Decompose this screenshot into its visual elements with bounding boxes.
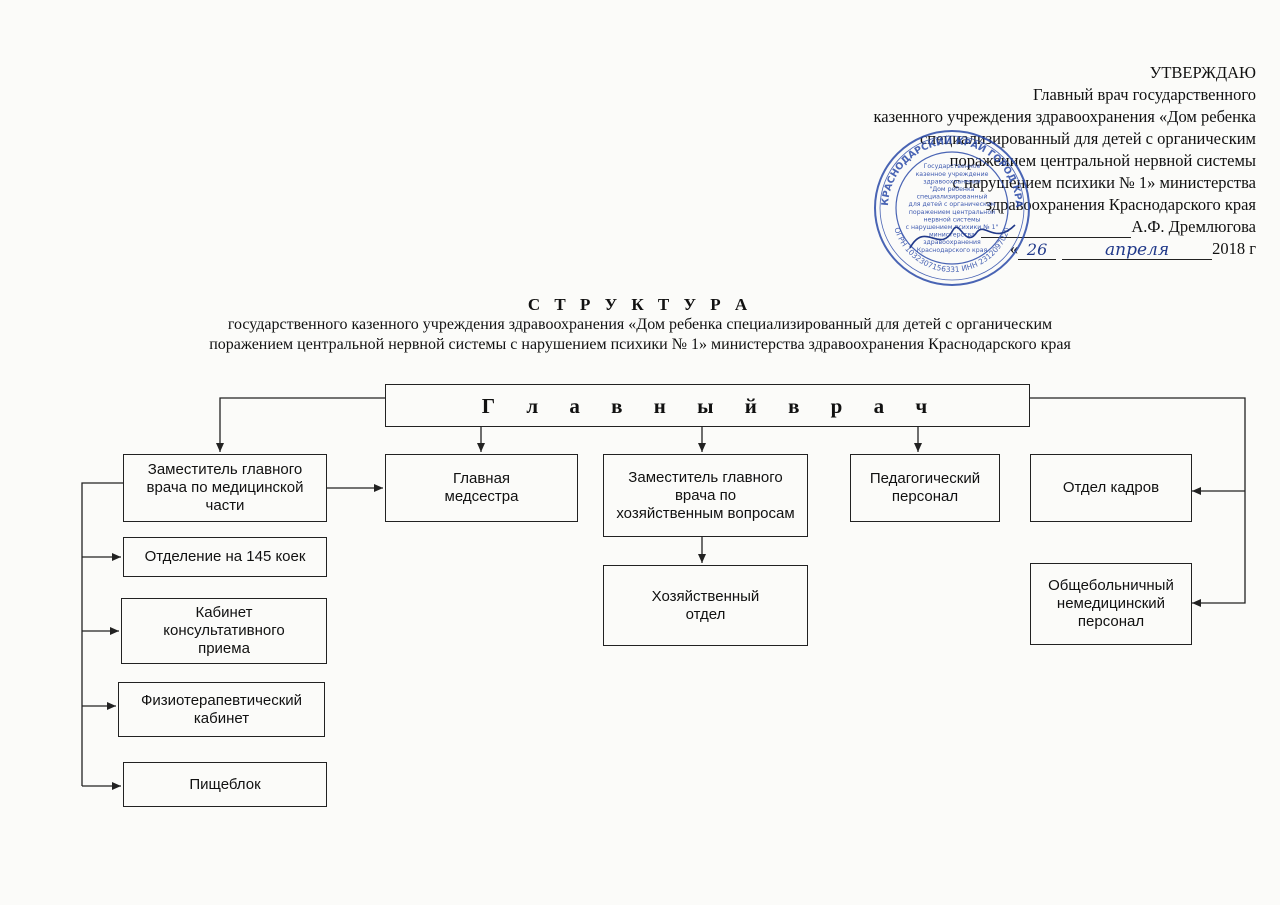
stamp-inner-line: казенное учреждение bbox=[916, 171, 989, 178]
connector-chief-deputy-medical bbox=[216, 397, 385, 452]
chief-doctor-box: Г л а в н ы й в р а ч bbox=[385, 384, 1030, 427]
ward-box: Отделение на 145 коек bbox=[123, 537, 327, 577]
date-prefix: « bbox=[1009, 239, 1019, 258]
approval-line: поражением центральной нервной системы bbox=[949, 151, 1256, 170]
stamp-inner-line: Государственное bbox=[924, 163, 981, 170]
approval-line: специализированный для детей с органичес… bbox=[919, 129, 1256, 148]
approval-heading: УТВЕРЖДАЮ bbox=[1149, 63, 1256, 82]
signature-scribble bbox=[909, 224, 1016, 249]
approval-line: с нарушением психики № 1» министерства bbox=[952, 173, 1256, 192]
date-month: апреля bbox=[1062, 242, 1213, 260]
stamp-inner-line: Краснодарского края bbox=[917, 247, 988, 254]
deputy-economic-box: Заместитель главного врача по хозяйствен… bbox=[603, 454, 808, 537]
stamp-inner-line: здравоохранения bbox=[923, 239, 981, 246]
economic-department-box: Хозяйственный отдел bbox=[603, 565, 808, 646]
stamp-inner-line: с нарушением психики № 1" bbox=[906, 224, 999, 231]
deputy-medical-box: Заместитель главного врача по медицинско… bbox=[123, 454, 327, 522]
connector-chief-right bbox=[1030, 397, 1246, 607]
head-nurse-box: Главная медсестра bbox=[385, 454, 578, 522]
kitchen-box: Пищеблок bbox=[123, 762, 327, 807]
stamp-inner-line: здравоохранения bbox=[923, 178, 981, 185]
approval-line: Главный врач государственного bbox=[1032, 85, 1256, 104]
official-stamp: РОССИЯ КРАСНОДАРСКИЙ КРАЙ ГОРОД КРАСНОДА… bbox=[872, 128, 1030, 286]
signature-line bbox=[981, 221, 1132, 238]
stamp-inner-line: специализированный bbox=[917, 193, 988, 201]
date-day: 26 bbox=[1018, 242, 1057, 260]
subtitle-line: поражением центральной нервной системы с… bbox=[209, 336, 1071, 353]
approval-line: здравоохранения Краснодарского края bbox=[985, 195, 1256, 214]
stamp-inner-line: "Дом ребенка bbox=[929, 185, 974, 193]
stamp-inner-line: для детей с органическим bbox=[909, 200, 996, 208]
title-block: С Т Р У К Т У Р А государственного казен… bbox=[0, 295, 1280, 355]
signatory-name: А.Ф. Дремлюгова bbox=[1131, 217, 1256, 236]
physiotherapy-box: Физиотерапевтический кабинет bbox=[118, 682, 325, 737]
pedagogical-staff-box: Педагогический персонал bbox=[850, 454, 1000, 522]
subtitle-line: государственного казенного учреждения зд… bbox=[227, 316, 1053, 333]
stamp-inner-line: поражением центральной bbox=[909, 208, 995, 216]
date-row: « 26 апреля 2018 г bbox=[786, 238, 1256, 260]
approval-block: УТВЕРЖДАЮ Главный врач государственного … bbox=[786, 62, 1256, 260]
hr-department-box: Отдел кадров bbox=[1030, 454, 1192, 522]
signature-row: А.Ф. Дремлюгова bbox=[786, 216, 1256, 238]
page-subtitle: государственного казенного учреждения зд… bbox=[0, 315, 1280, 355]
date-year: 2018 г bbox=[1212, 239, 1256, 258]
stamp-inner-line: нервной системы bbox=[923, 215, 980, 223]
page-title: С Т Р У К Т У Р А bbox=[527, 295, 753, 314]
approval-line: казенного учреждения здравоохранения «До… bbox=[873, 107, 1257, 126]
connector-deputy-bus bbox=[81, 482, 123, 786]
consultation-office-box: Кабинет консультативного приема bbox=[121, 598, 327, 664]
nonmedical-staff-box: Общебольничный немедицинский персонал bbox=[1030, 563, 1192, 645]
stamp-inner-line: министерства bbox=[929, 232, 975, 239]
